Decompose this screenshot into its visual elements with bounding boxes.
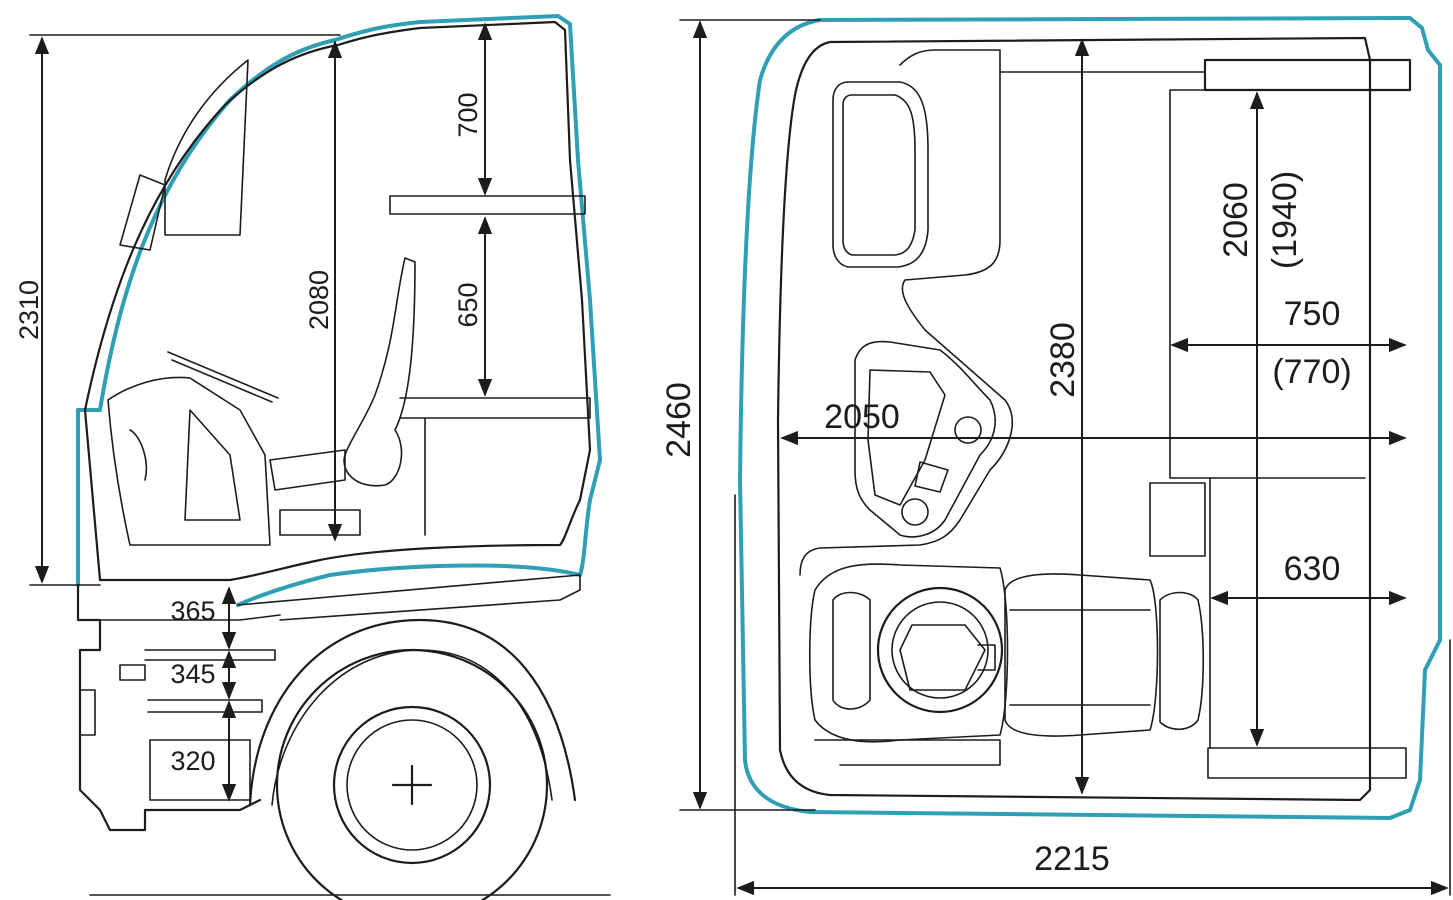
upper-cabinet-line <box>999 71 1211 749</box>
cab-roof-contour <box>76 14 602 607</box>
front-lower <box>79 574 581 736</box>
wheel-arch <box>248 618 577 807</box>
upper-bunk <box>389 195 586 215</box>
label-345: 345 <box>170 659 215 689</box>
steering-wheel-plan <box>876 586 1004 714</box>
top-view: 2460 2380 2050 2215 2060 (1940) 750 (770… <box>660 16 1451 896</box>
plan-floor <box>799 49 1013 576</box>
seat-base <box>269 449 361 536</box>
label-2460: 2460 <box>660 382 698 458</box>
cab-plan-contour <box>738 16 1442 820</box>
label-770: (770) <box>1272 353 1351 391</box>
steering-wheel <box>167 351 279 403</box>
driver-area <box>808 563 1009 743</box>
lower-panel <box>814 739 1001 766</box>
console-inner <box>867 369 946 506</box>
dashboard <box>107 376 271 546</box>
cab-outline <box>83 20 592 582</box>
console-display <box>914 461 949 493</box>
mirror-plan-inner <box>842 94 916 256</box>
side-window <box>164 59 249 236</box>
wheel-hub <box>346 719 478 851</box>
side-view: 2310 2080 700 650 365 345 320 <box>14 14 611 900</box>
wheel-tire <box>275 648 549 900</box>
wheel-rim <box>332 705 492 865</box>
lower-bunk <box>399 397 591 536</box>
label-2080: 2080 <box>304 270 334 330</box>
cab-plan-outline <box>776 36 1372 802</box>
front-bumper <box>76 583 262 832</box>
label-320: 320 <box>170 746 215 776</box>
side-cabinet <box>1149 482 1206 557</box>
bunk-bottom-bar <box>1207 747 1407 779</box>
label-650: 650 <box>453 282 483 327</box>
driver-seat <box>343 257 416 487</box>
label-2310: 2310 <box>14 280 44 340</box>
headrest-plan <box>1159 591 1205 731</box>
bunk-top-bar <box>1203 58 1412 92</box>
steering-spokes <box>899 624 996 691</box>
label-630: 630 <box>1284 550 1341 588</box>
mirror-plan <box>832 81 929 268</box>
wheel-center <box>391 764 433 806</box>
label-1940: (1940) <box>1266 171 1304 269</box>
label-365: 365 <box>170 596 215 626</box>
label-2050: 2050 <box>824 398 900 436</box>
mirror <box>119 174 166 251</box>
entry-steps <box>119 649 276 801</box>
steering-wheel-plan-inner <box>891 601 989 699</box>
label-2380: 2380 <box>1044 322 1082 398</box>
pedal-area <box>832 591 871 710</box>
label-750: 750 <box>1284 295 1341 333</box>
label-2060: 2060 <box>1217 182 1255 258</box>
label-700: 700 <box>453 92 483 137</box>
label-2215: 2215 <box>1034 840 1110 878</box>
console-knob-1 <box>954 416 982 444</box>
console-knob-2 <box>901 498 929 526</box>
